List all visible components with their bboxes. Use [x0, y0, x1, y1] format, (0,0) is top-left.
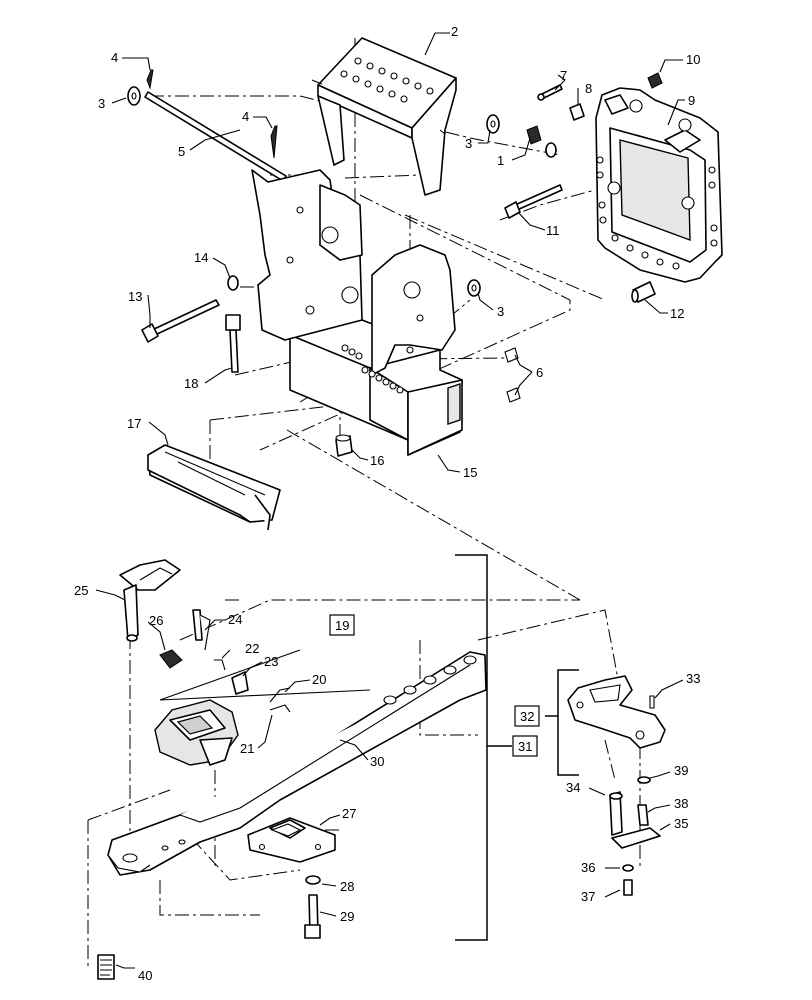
boxed-callout-19-text: 19 — [335, 618, 349, 633]
callout-13: 13 — [128, 289, 142, 304]
part-40-decal — [97, 954, 115, 980]
callout-37: 37 — [581, 889, 595, 904]
part-19-hitch-block — [154, 649, 371, 766]
part-2-top-plate — [311, 37, 457, 196]
callout-5: 5 — [178, 144, 185, 159]
callout-29: 29 — [340, 909, 354, 924]
part-15-main-bracket — [251, 169, 463, 456]
callout-33: 33 — [686, 671, 700, 686]
part-9-frame — [595, 87, 723, 283]
callout-25: 25 — [74, 583, 88, 598]
callout-27: 27 — [342, 806, 356, 821]
callout-30: 30 — [370, 754, 384, 769]
part-17-slotted-plate — [147, 444, 281, 531]
boxed-callout-32: 32 — [514, 705, 540, 727]
callout-15: 15 — [463, 465, 477, 480]
callout-22: 22 — [245, 641, 259, 656]
callout-38: 38 — [674, 796, 688, 811]
callout-4: 4 — [111, 50, 118, 65]
callout-11: 11 — [546, 223, 560, 238]
callout-1: 1 — [497, 153, 504, 168]
part-11-bolt — [504, 184, 563, 219]
boxed-callout-31: 31 — [512, 735, 538, 757]
callout-14: 14 — [194, 250, 208, 265]
callout-2: 2 — [451, 24, 458, 39]
callout-10: 10 — [686, 52, 700, 67]
callout-3: 3 — [465, 136, 472, 151]
callout-28: 28 — [340, 879, 354, 894]
part-5-long-rod — [127, 69, 287, 182]
callout-6: 6 — [536, 365, 543, 380]
callout-39: 39 — [674, 763, 688, 778]
callout-9: 9 — [688, 93, 695, 108]
callout-8: 8 — [585, 81, 592, 96]
callout-3: 3 — [98, 96, 105, 111]
right-small-parts — [486, 72, 663, 303]
part-30-drawbar — [107, 651, 487, 876]
boxed-callout-31-text: 31 — [518, 739, 532, 754]
boxed-callout-19: 19 — [329, 614, 355, 636]
callout-3: 3 — [497, 304, 504, 319]
callout-34: 34 — [566, 780, 580, 795]
part-32-bracket — [567, 675, 666, 896]
boxed-callout-32-text: 32 — [520, 709, 534, 724]
callout-36: 36 — [581, 860, 595, 875]
callout-17: 17 — [127, 416, 141, 431]
callout-18: 18 — [184, 376, 198, 391]
callout-16: 16 — [370, 453, 384, 468]
assembly-brackets — [455, 554, 579, 941]
callout-35: 35 — [674, 816, 688, 831]
callout-7: 7 — [560, 68, 567, 83]
callout-24: 24 — [228, 612, 242, 627]
part-25-pin-handle — [119, 559, 181, 642]
callout-21: 21 — [240, 741, 254, 756]
bolts-13-14-18-6-16 — [141, 275, 521, 457]
callout-26: 26 — [149, 613, 163, 628]
callout-23: 23 — [264, 654, 278, 669]
small-pins-20-to-26 — [159, 609, 291, 713]
callout-12: 12 — [670, 306, 684, 321]
callout-40: 40 — [138, 968, 152, 983]
callout-20: 20 — [312, 672, 326, 687]
callout-labels: 1 2 3 3 3 4 4 5 6 7 8 9 10 11 12 13 14 1… — [74, 24, 700, 983]
leader-lines — [95, 32, 685, 969]
part-27-clamp-plate — [247, 817, 336, 939]
callout-4: 4 — [242, 109, 249, 124]
